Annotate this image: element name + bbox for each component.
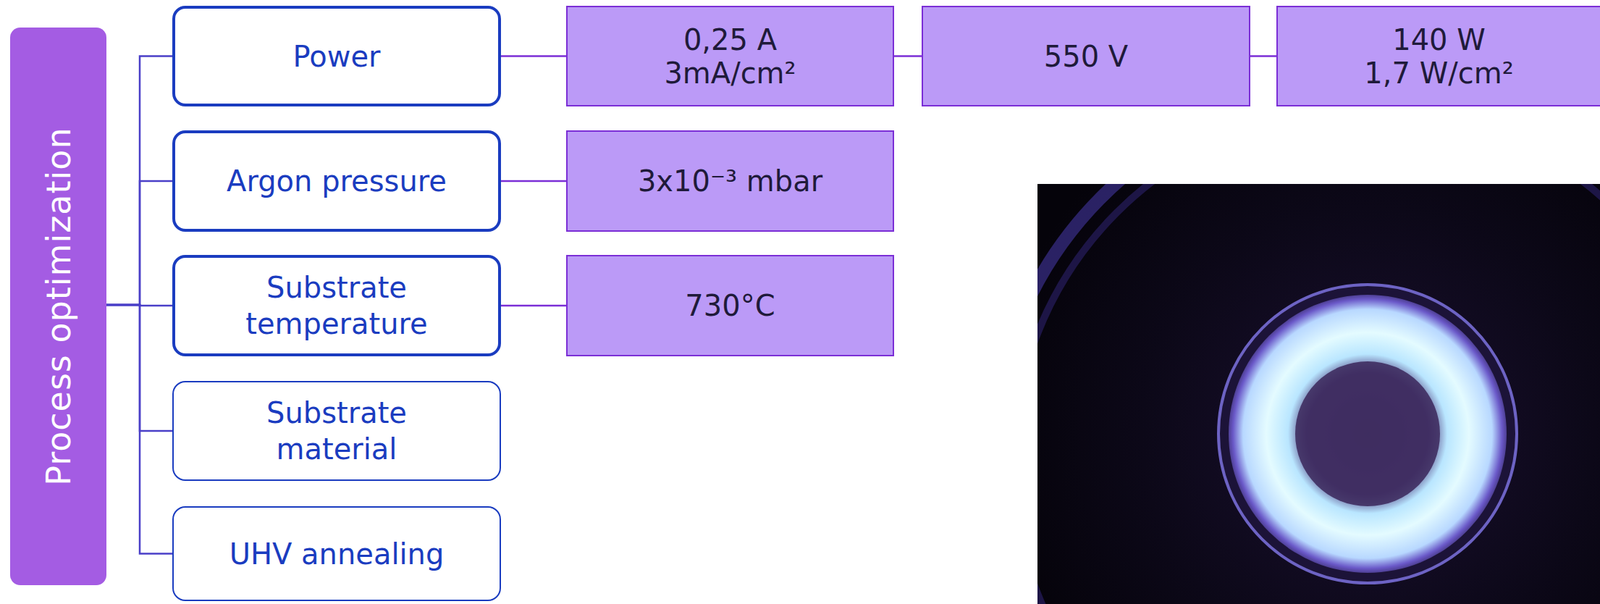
node-text: Substrate temperature [217,269,457,342]
node-text: 3x10⁻³ mbar [637,164,823,198]
parameter-box: UHV annealing [172,506,501,601]
node-text: 1,7 W/cm² [1363,56,1514,90]
node-text: UHV annealing [229,535,445,572]
node-text: Argon pressure [226,162,447,200]
node-text: Power [293,38,381,75]
band-title: Process optimization [39,126,79,486]
connector-line [500,180,567,183]
connector-line [106,180,173,305]
node-text: Substrate material [217,394,457,467]
node-text: 0,25 A [683,23,777,57]
connector-line [500,55,567,58]
photo-content [1037,183,1600,604]
node-text: 140 W [1392,23,1486,57]
value-box: 730°C [566,254,895,357]
parameter-box: Argon pressure [172,130,501,232]
node-text: 3mA/cm² [663,56,796,90]
parameter-box: Substrate temperature [172,254,501,357]
connector-line [1250,55,1277,58]
connector-line [106,304,173,554]
value-box: 140 W1,7 W/cm² [1276,5,1600,107]
node-text: 550 V [1043,39,1128,74]
parameter-box: Substrate material [172,380,501,481]
value-box: 0,25 A3mA/cm² [566,5,895,107]
connector-line [894,55,922,58]
value-box: 550 V [921,5,1251,107]
connector-line [106,56,173,306]
node-text: 730°C [684,288,775,323]
connector-line [500,304,567,307]
vertical-band: Process optimization [10,27,107,585]
value-box: 3x10⁻³ mbar [566,130,895,232]
parameter-box: Power [172,5,501,107]
